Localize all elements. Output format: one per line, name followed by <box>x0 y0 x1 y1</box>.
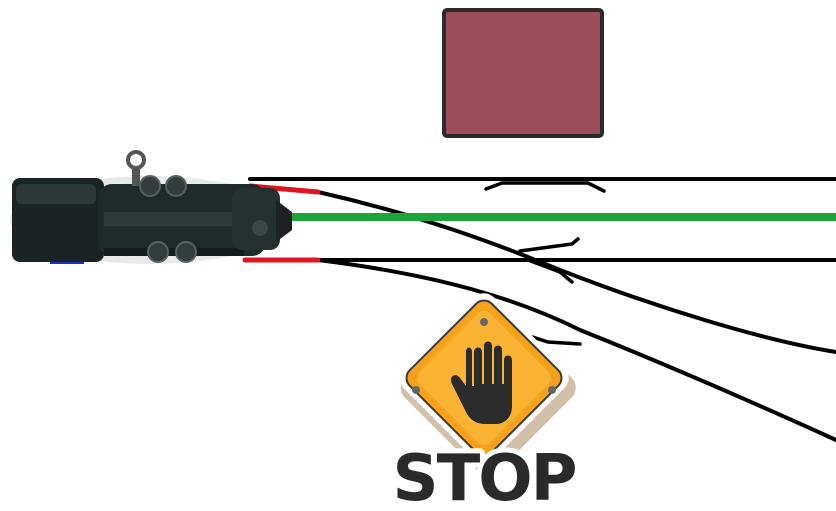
locomotive-wheel-1 <box>139 175 161 197</box>
locomotive-headlamp <box>252 220 268 236</box>
frog-wing-rail <box>518 237 580 253</box>
locomotive-running-board <box>104 248 244 256</box>
locomotive-bell-mount <box>132 166 140 186</box>
locomotive-wheel-2 <box>165 175 187 197</box>
locomotive-cab-highlight <box>16 184 96 204</box>
guard-rail-upper <box>484 181 606 193</box>
locomotive-wheel-4 <box>175 241 197 263</box>
hand-stop-icon <box>450 341 512 424</box>
track-layout <box>242 177 836 442</box>
stop-sign-bolt-top <box>480 318 488 326</box>
locomotive-smokebox <box>232 188 280 250</box>
locomotive-bell <box>126 150 146 170</box>
stop-sign-bolt-right <box>548 386 556 394</box>
stop-label: STOP <box>392 442 575 511</box>
stop-sign: STOP STOP <box>387 293 583 511</box>
stop-sign-bolt-left <box>412 386 420 394</box>
switch-blade-upper[interactable] <box>247 183 321 195</box>
diverging-rail-outer <box>316 258 836 442</box>
locomotive-pilot <box>276 200 292 242</box>
steam-locomotive-icon[interactable] <box>10 150 292 264</box>
locomotive-boiler-band <box>104 212 254 226</box>
stop-label-outline: STOP <box>392 442 575 511</box>
locomotive-wheel-3 <box>147 241 169 263</box>
signal-block[interactable] <box>442 8 604 138</box>
frog-point <box>526 258 574 284</box>
